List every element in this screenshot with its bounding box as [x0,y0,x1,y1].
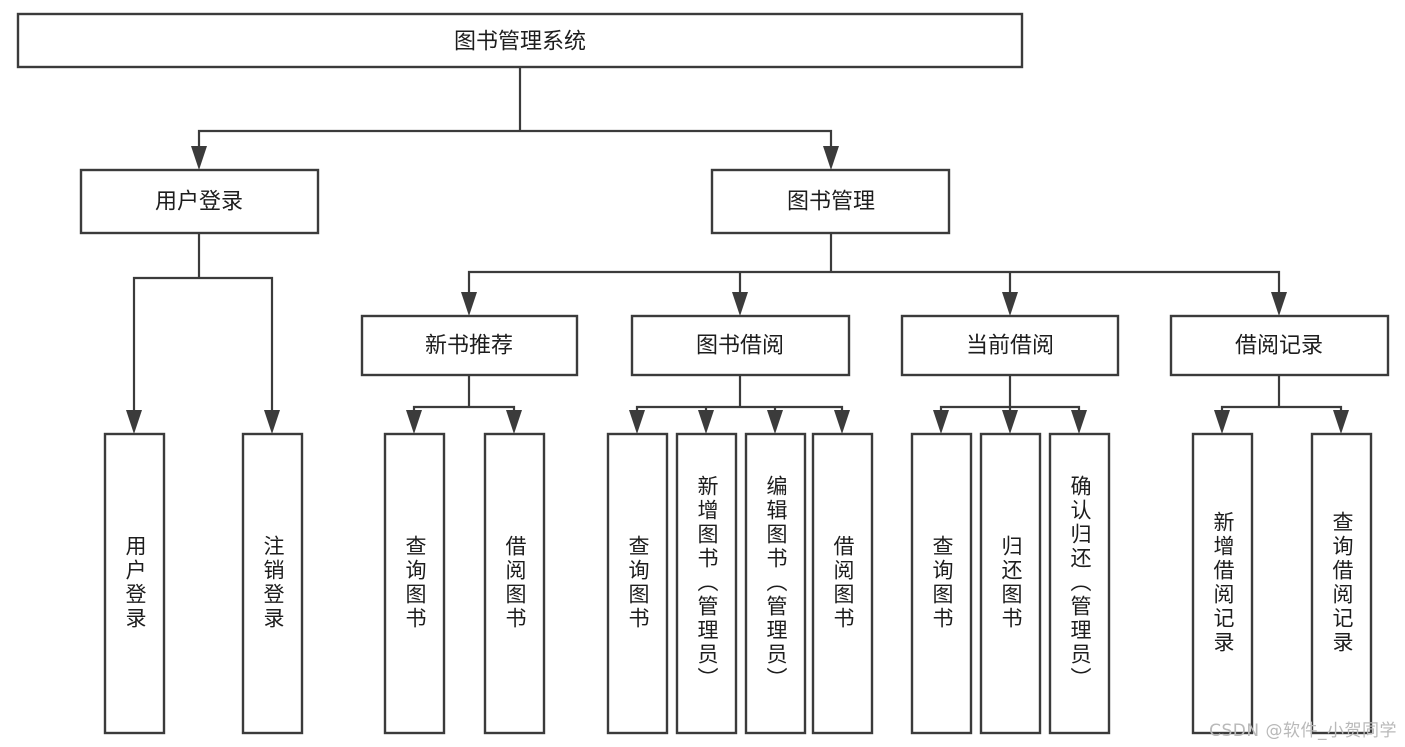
node-borrow-record[interactable]: 借阅记录 [1169,314,1390,377]
leaf-confirm-return[interactable]: 确认归还（管理员） [1048,432,1111,735]
node-book-manage[interactable]: 图书管理 [710,168,951,235]
leaf-query-borrow-record-box[interactable] [1310,432,1373,735]
arrow-to-leaf-borrow-book-b [834,410,850,434]
node-new-book-recommend-box[interactable] [360,314,579,377]
arrow-to-leaf-query-book-c [933,410,949,434]
leaf-query-book-borrow-label: 查询图书 [626,535,650,631]
edge-book-manage-to-level3-bus [467,231,1281,298]
leaf-add-book-box[interactable] [675,432,738,735]
edge-user-login-to-leaves-bus [132,231,274,412]
leaf-add-borrow-record[interactable]: 新增借阅记录 [1191,432,1254,735]
node-new-book-recommend[interactable]: 新书推荐 [360,314,579,377]
leaf-query-book-current-label: 查询图书 [930,535,954,631]
arrow-to-leaf-confirm-return [1071,410,1087,434]
edge-book-borrow-to-leaves-bus [635,373,844,414]
node-book-manage-label: 图书管理 [787,190,875,215]
arrow-to-leaf-query-book-b [629,410,645,434]
arrow-to-leaf-return-book [1002,410,1018,434]
leaf-confirm-return-box[interactable] [1048,432,1111,735]
node-user-login-box[interactable] [79,168,320,235]
leaf-edit-book[interactable]: 编辑图书（管理员） [744,432,807,735]
node-book-borrow[interactable]: 图书借阅 [630,314,851,377]
node-book-borrow-box[interactable] [630,314,851,377]
leaf-add-book-label: 新增图书（管理员） [695,475,719,691]
node-user-login-label: 用户登录 [155,190,243,215]
edge-current-borrow-to-leaves-bus [939,373,1081,414]
node-borrow-record-box[interactable] [1169,314,1390,377]
arrow-to-leaf-edit-book [767,410,783,434]
node-current-borrow-box[interactable] [900,314,1120,377]
edge-borrow-record-to-leaves-bus [1220,373,1343,414]
node-new-book-recommend-label: 新书推荐 [425,334,513,359]
leaf-edit-book-box[interactable] [744,432,807,735]
arrow-to-leaf-logout [264,410,280,434]
leaf-logout-label: 注销登录 [261,535,285,631]
leaf-add-book[interactable]: 新增图书（管理员） [675,432,738,735]
arrow-to-leaf-query-book-a [406,410,422,434]
leaf-return-book[interactable]: 归还图书 [979,432,1042,735]
leaf-borrow-book[interactable]: 借阅图书 [811,432,874,735]
leaf-confirm-return-label: 确认归还（管理员） [1068,475,1092,691]
leaf-logout[interactable]: 注销登录 [241,432,304,735]
leaf-borrow-book-label: 借阅图书 [831,535,855,631]
leaf-return-book-box[interactable] [979,432,1042,735]
arrow-to-borrow-record [1271,292,1287,316]
node-borrow-record-label: 借阅记录 [1235,334,1323,359]
leaf-add-borrow-record-label: 新增借阅记录 [1211,511,1235,655]
arrow-root-to-user-login [191,146,207,170]
leaf-borrow-book-recommend-box[interactable] [483,432,546,735]
leaf-borrow-book-box[interactable] [811,432,874,735]
leaf-user-login-label: 用户登录 [123,535,147,631]
leaf-query-book-recommend[interactable]: 查询图书 [383,432,446,735]
leaf-query-book-recommend-label: 查询图书 [403,535,427,631]
leaf-return-book-label: 归还图书 [999,535,1023,631]
arrow-to-leaf-query-record [1333,410,1349,434]
arrow-to-leaf-add-book [698,410,714,434]
leaf-query-book-borrow-box[interactable] [606,432,669,735]
leaf-borrow-book-recommend-label: 借阅图书 [503,535,527,631]
node-root[interactable]: 图书管理系统 [16,12,1024,69]
leaf-query-borrow-record-label: 查询借阅记录 [1330,511,1354,655]
leaf-add-borrow-record-box[interactable] [1191,432,1254,735]
leaf-query-borrow-record[interactable]: 查询借阅记录 [1310,432,1373,735]
node-current-borrow[interactable]: 当前借阅 [900,314,1120,377]
leaf-query-book-borrow[interactable]: 查询图书 [606,432,669,735]
edge-new-book-recommend-to-leaves-bus [412,373,516,414]
leaf-edit-book-label: 编辑图书（管理员） [764,475,788,691]
edge-root-to-level2-bus [197,65,833,156]
leaf-query-book-current-box[interactable] [910,432,973,735]
arrow-to-current-borrow [1002,292,1018,316]
arrow-to-leaf-user-login [126,410,142,434]
node-root-label: 图书管理系统 [454,30,586,55]
node-user-login[interactable]: 用户登录 [79,168,320,235]
leaf-user-login-box[interactable] [103,432,166,735]
arrow-to-leaf-borrow-book-a [506,410,522,434]
leaf-logout-box[interactable] [241,432,304,735]
connector-layer [126,65,1349,434]
node-current-borrow-label: 当前借阅 [966,334,1054,359]
node-book-manage-box[interactable] [710,168,951,235]
leaf-query-book-recommend-box[interactable] [383,432,446,735]
node-book-borrow-label: 图书借阅 [696,334,784,359]
arrow-root-to-book-manage [823,146,839,170]
node-root-box[interactable] [16,12,1024,69]
arrow-to-new-book-recommend [461,292,477,316]
leaf-borrow-book-recommend[interactable]: 借阅图书 [483,432,546,735]
arrow-to-book-borrow [732,292,748,316]
arrow-to-leaf-add-record [1214,410,1230,434]
leaf-query-book-current[interactable]: 查询图书 [910,432,973,735]
leaf-user-login[interactable]: 用户登录 [103,432,166,735]
